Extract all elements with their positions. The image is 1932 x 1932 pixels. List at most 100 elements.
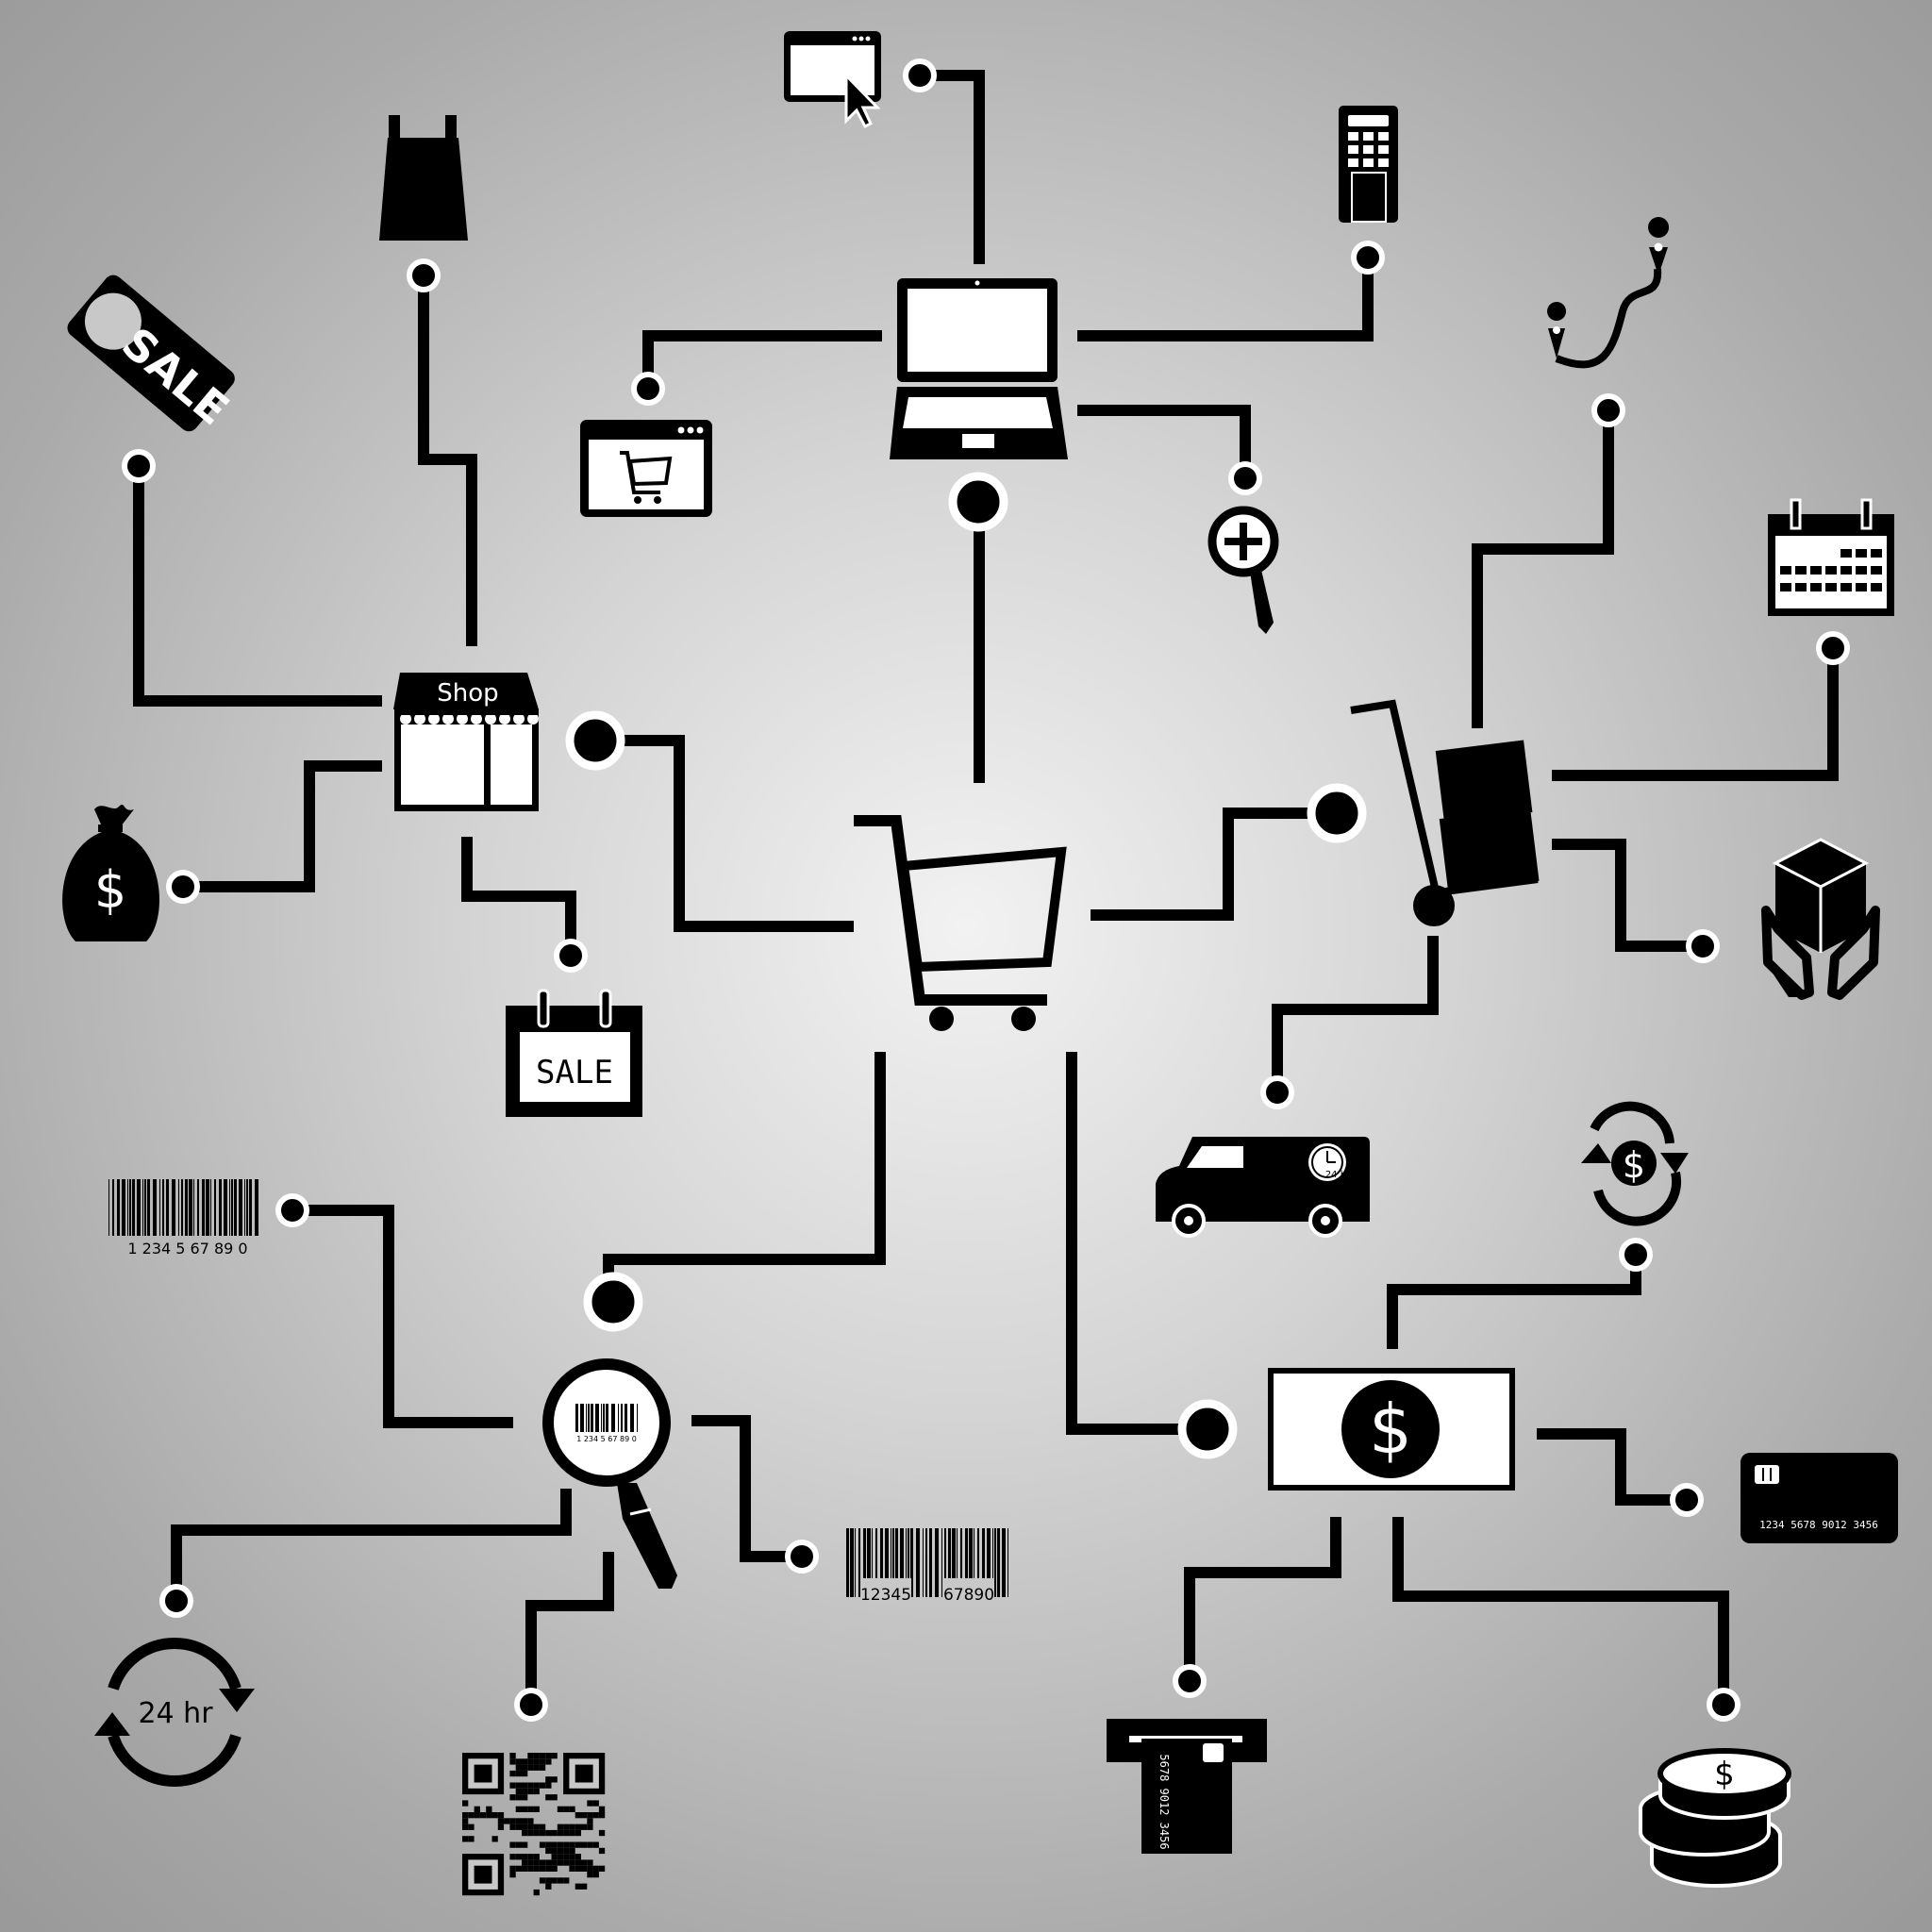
sale-calendar-icon[interactable]: SALE [506, 989, 642, 1117]
node-dot[interactable] [1351, 241, 1385, 275]
qr-module [539, 1829, 546, 1837]
qr-module [522, 1782, 528, 1789]
online-cart-icon[interactable] [580, 420, 712, 517]
qr-module [587, 1841, 593, 1848]
24-hours-icon[interactable]: 24 hr [94, 1637, 255, 1788]
qr-module [569, 1854, 575, 1860]
node-dot[interactable] [275, 1193, 309, 1227]
qr-module [569, 1824, 575, 1830]
barcode-bar [935, 1528, 939, 1597]
qr-module [479, 1812, 487, 1819]
node-dot[interactable] [631, 372, 665, 406]
card-terminal-icon[interactable] [1339, 106, 1398, 223]
barcode-bar [193, 1179, 194, 1236]
atm-card-number: 5678 9012 3456 [1158, 1754, 1171, 1849]
node-dot[interactable] [166, 870, 200, 904]
shopping-bag-icon[interactable] [379, 115, 468, 241]
node-dot[interactable] [407, 258, 441, 292]
connector-handtruck-package [1552, 839, 1703, 952]
laptop-icon[interactable] [890, 278, 1068, 459]
barcode-bar [885, 1528, 889, 1597]
node-dot-large[interactable] [1307, 783, 1367, 843]
qr-module [592, 1841, 599, 1848]
barcode-bars [846, 1528, 1008, 1597]
route-icon[interactable] [1547, 217, 1670, 369]
node-dot[interactable] [1816, 631, 1850, 665]
zoom-in-icon[interactable] [1208, 506, 1279, 634]
qr-module [569, 1847, 575, 1855]
qr-module [539, 1764, 546, 1771]
node-dot[interactable] [1670, 1483, 1704, 1517]
barcode-icon[interactable]: 12345 67890 [846, 1528, 1008, 1605]
package-hands-icon[interactable] [1761, 838, 1880, 1000]
qr-module [522, 1770, 528, 1777]
node-dot[interactable] [785, 1540, 819, 1574]
calendar-icon[interactable] [1768, 498, 1894, 616]
node-dot[interactable] [122, 449, 156, 483]
barcode-bar [591, 1404, 593, 1432]
atm-card-icon[interactable]: 5678 9012 3456 [1107, 1719, 1267, 1854]
node-dot[interactable] [903, 58, 937, 92]
node-dot[interactable] [1260, 1075, 1294, 1109]
connector-cart-scanner [603, 1052, 886, 1297]
hand-truck-icon[interactable] [1350, 699, 1540, 926]
qr-module [581, 1859, 588, 1866]
barcode-bar [147, 1179, 150, 1236]
node-dot[interactable] [514, 1688, 548, 1722]
node-dot-large[interactable] [1177, 1399, 1238, 1459]
coins-icon[interactable]: $ [1639, 1748, 1791, 1888]
sale-tag-icon[interactable]: SALE [63, 272, 247, 443]
banknote-icon[interactable]: $ [1268, 1368, 1515, 1491]
node-dot[interactable] [159, 1584, 193, 1618]
qr-module [569, 1829, 575, 1837]
node-dot[interactable] [1228, 461, 1262, 495]
connector-lines [133, 70, 1839, 1703]
node-dot[interactable] [554, 939, 588, 973]
barcode-bar [132, 1179, 135, 1236]
node-dot[interactable] [1591, 393, 1625, 427]
browser-cursor-icon[interactable] [784, 31, 881, 128]
barcode-bar [122, 1179, 125, 1236]
shopping-cart-icon[interactable] [854, 815, 1067, 1031]
node-dot[interactable] [1173, 1664, 1207, 1698]
qr-module [515, 1770, 522, 1777]
shop-icon[interactable]: Shop [393, 673, 539, 811]
coins-dollar: $ [1714, 1756, 1735, 1793]
node-dot[interactable] [1707, 1688, 1740, 1722]
barcode-magnifier-icon[interactable]: 1 234 5 67 89 0 [542, 1358, 677, 1589]
qr-module [474, 1806, 480, 1812]
qr-module [474, 1812, 480, 1819]
barcode-bar [224, 1179, 227, 1236]
node-dot-large[interactable] [583, 1272, 643, 1332]
node-dot[interactable] [1686, 929, 1720, 963]
node-dot[interactable] [1619, 1238, 1653, 1272]
money-exchange-icon[interactable]: $ [1581, 1101, 1689, 1226]
qr-code-icon[interactable] [462, 1753, 606, 1896]
barcode-bar [210, 1179, 211, 1236]
qr-module [581, 1841, 588, 1848]
credit-card-icon[interactable]: 1234 5678 9012 3456 [1740, 1453, 1898, 1543]
barcode-bar [586, 1404, 587, 1432]
node-dot-large[interactable] [948, 472, 1008, 532]
barcode-bar [601, 1404, 602, 1432]
qr-module [575, 1865, 581, 1872]
barcode-bar [162, 1179, 164, 1236]
qr-module [491, 1836, 498, 1842]
qr-module [533, 1782, 540, 1789]
van-badge-text: 24 hr [1325, 1170, 1351, 1180]
barcode-bar [185, 1179, 188, 1236]
barcode-bars [108, 1179, 258, 1236]
qr-module [569, 1841, 575, 1848]
money-bag-icon[interactable]: $ [62, 805, 159, 941]
qr-module [551, 1829, 558, 1837]
barcode-bar [178, 1179, 179, 1236]
delivery-van-icon[interactable]: 24 hr [1156, 1137, 1370, 1238]
qr-module [592, 1800, 599, 1807]
node-dot-large[interactable] [565, 710, 625, 771]
barcode-icon[interactable]: 1 234 5 67 89 0 [108, 1179, 258, 1257]
qr-module [545, 1883, 552, 1890]
connector-shop-bag [418, 275, 477, 646]
qr-module [462, 1836, 469, 1842]
qr-module [557, 1854, 564, 1860]
